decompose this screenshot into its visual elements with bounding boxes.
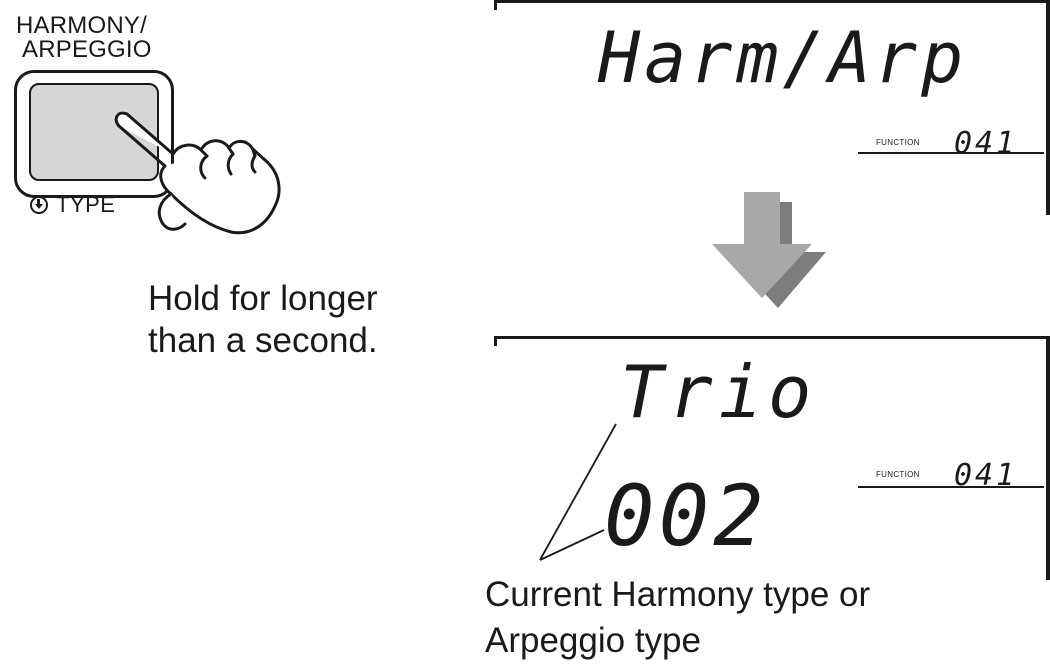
display-before-function-number: 041 (954, 126, 1018, 161)
display-after-function-underline (858, 486, 1044, 488)
display-after: Trio 002 FUNCTION 041 (490, 320, 1050, 580)
display-before-main-text: Harm/Arp (598, 17, 968, 99)
caption-line1: Current Harmony type or (485, 575, 871, 614)
type-label: TYPE (56, 192, 116, 217)
display-after-value: 002 (604, 467, 768, 565)
instruction-line1: Hold for longer (148, 279, 378, 318)
caption: Current Harmony type or Arpeggio type (485, 572, 870, 664)
display-before-function-label: FUNCTION (876, 138, 920, 147)
display-after-main-text: Trio (620, 350, 818, 434)
button-label-line2: ARPEGGIO (22, 36, 152, 63)
pressing-hand-icon (114, 111, 281, 235)
display-after-function-label: FUNCTION (876, 470, 920, 479)
button-label-line1: HARMONY/ (16, 12, 147, 39)
instruction-text: Hold for longer than a second. (148, 278, 378, 362)
instruction-line2: than a second. (148, 321, 378, 360)
button-label: HARMONY/ ARPEGGIO (16, 14, 216, 62)
transition-arrow-icon (712, 192, 826, 308)
caption-line2: Arpeggio type (485, 621, 701, 660)
callout-lines (539, 423, 617, 561)
display-before: Harm/Arp FUNCTION 041 (490, 0, 1050, 215)
display-before-function-underline (858, 152, 1044, 154)
down-arrow-circle-icon (30, 196, 48, 214)
